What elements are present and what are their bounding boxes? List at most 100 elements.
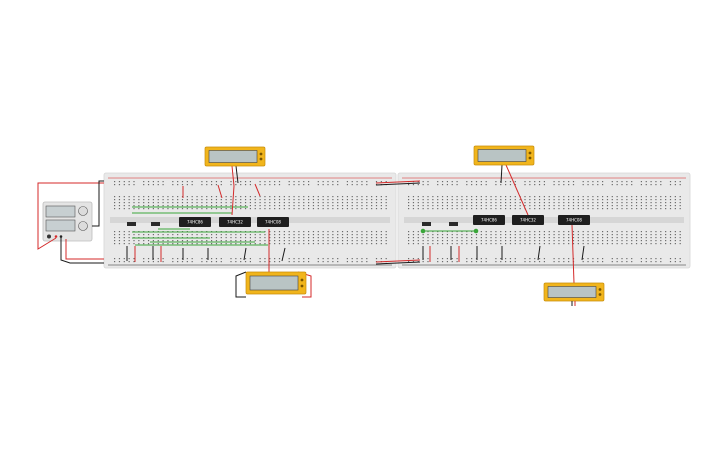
breadboard-hole[interactable] bbox=[456, 231, 458, 233]
breadboard-hole[interactable] bbox=[572, 184, 575, 186]
breadboard-hole[interactable] bbox=[480, 208, 482, 210]
breadboard-hole[interactable] bbox=[196, 205, 198, 207]
breadboard-hole[interactable] bbox=[385, 181, 387, 183]
breadboard-hole[interactable] bbox=[631, 205, 633, 207]
breadboard-hole[interactable] bbox=[543, 234, 545, 236]
breadboard-hole[interactable] bbox=[264, 243, 266, 245]
breadboard-hole[interactable] bbox=[626, 202, 628, 204]
breadboard-hole[interactable] bbox=[380, 205, 382, 207]
breadboard-hole[interactable] bbox=[356, 240, 358, 242]
breadboard-hole[interactable] bbox=[529, 237, 531, 239]
breadboard-hole[interactable] bbox=[446, 234, 448, 236]
breadboard-hole[interactable] bbox=[215, 202, 218, 204]
breadboard-hole[interactable] bbox=[451, 240, 453, 242]
breadboard-hole[interactable] bbox=[152, 261, 154, 263]
breadboard-hole[interactable] bbox=[640, 240, 642, 242]
breadboard-hole[interactable] bbox=[679, 261, 681, 263]
breadboard-hole[interactable] bbox=[366, 181, 368, 183]
breadboard-hole[interactable] bbox=[123, 234, 125, 236]
breadboard-hole[interactable] bbox=[669, 231, 672, 233]
breadboard-hole[interactable] bbox=[611, 237, 613, 239]
breadboard-hole[interactable] bbox=[582, 202, 584, 204]
breadboard-hole[interactable] bbox=[346, 181, 348, 183]
breadboard-hole[interactable] bbox=[602, 205, 604, 207]
breadboard-hole[interactable] bbox=[356, 234, 358, 236]
breadboard-hole[interactable] bbox=[249, 205, 251, 207]
breadboard-hole[interactable] bbox=[259, 199, 261, 201]
breadboard-hole[interactable] bbox=[341, 199, 344, 201]
breadboard-hole[interactable] bbox=[196, 243, 198, 245]
breadboard-hole[interactable] bbox=[322, 208, 324, 210]
breadboard-hole[interactable] bbox=[514, 205, 516, 207]
breadboard-hole[interactable] bbox=[674, 231, 676, 233]
breadboard-hole[interactable] bbox=[412, 196, 415, 198]
breadboard-hole[interactable] bbox=[563, 199, 565, 201]
breadboard-hole[interactable] bbox=[235, 205, 237, 207]
breadboard-hole[interactable] bbox=[191, 261, 193, 263]
breadboard-hole[interactable] bbox=[123, 243, 125, 245]
breadboard-hole[interactable] bbox=[650, 258, 652, 260]
breadboard-hole[interactable] bbox=[356, 261, 358, 263]
power-supply-icon[interactable] bbox=[42, 201, 93, 242]
breadboard-hole[interactable] bbox=[283, 243, 285, 245]
breadboard-hole[interactable] bbox=[587, 202, 589, 204]
breadboard-hole[interactable] bbox=[674, 196, 676, 198]
breadboard-hole[interactable] bbox=[356, 184, 358, 186]
breadboard-hole[interactable] bbox=[674, 234, 676, 236]
breadboard-hole[interactable] bbox=[327, 231, 329, 233]
breadboard-hole[interactable] bbox=[631, 258, 633, 260]
breadboard-hole[interactable] bbox=[157, 181, 159, 183]
breadboard-hole[interactable] bbox=[558, 184, 560, 186]
breadboard-hole[interactable] bbox=[118, 196, 121, 198]
breadboard-hole[interactable] bbox=[152, 205, 154, 207]
breadboard-hole[interactable] bbox=[186, 258, 188, 260]
breadboard-hole[interactable] bbox=[422, 199, 424, 201]
breadboard-hole[interactable] bbox=[259, 240, 261, 242]
breadboard-hole[interactable] bbox=[269, 181, 271, 183]
breadboard-hole[interactable] bbox=[475, 205, 478, 207]
breadboard-hole[interactable] bbox=[592, 237, 594, 239]
breadboard-hole[interactable] bbox=[441, 196, 444, 198]
breadboard-hole[interactable] bbox=[337, 261, 339, 263]
breadboard-hole[interactable] bbox=[635, 199, 638, 201]
breadboard-hole[interactable] bbox=[592, 202, 594, 204]
breadboard-hole[interactable] bbox=[346, 199, 348, 201]
breadboard-hole[interactable] bbox=[568, 243, 570, 245]
breadboard-hole[interactable] bbox=[519, 231, 521, 233]
breadboard-hole[interactable] bbox=[293, 258, 295, 260]
breadboard-hole[interactable] bbox=[461, 240, 463, 242]
multimeter-icon[interactable] bbox=[473, 145, 535, 166]
breadboard-hole[interactable] bbox=[186, 181, 188, 183]
breadboard-hole[interactable] bbox=[303, 243, 305, 245]
switch-right-1[interactable] bbox=[422, 222, 431, 226]
breadboard-hole[interactable] bbox=[422, 196, 424, 198]
breadboard-hole[interactable] bbox=[611, 202, 613, 204]
breadboard-hole[interactable] bbox=[471, 184, 473, 186]
breadboard-hole[interactable] bbox=[269, 243, 271, 245]
breadboard-hole[interactable] bbox=[162, 181, 164, 183]
breadboard-hole[interactable] bbox=[298, 181, 300, 183]
breadboard-hole[interactable] bbox=[621, 202, 623, 204]
breadboard-hole[interactable] bbox=[361, 199, 363, 201]
breadboard-hole[interactable] bbox=[366, 205, 368, 207]
breadboard-hole[interactable] bbox=[177, 199, 179, 201]
breadboard-hole[interactable] bbox=[597, 243, 599, 245]
breadboard-hole[interactable] bbox=[167, 196, 169, 198]
breadboard-hole[interactable] bbox=[337, 234, 339, 236]
breadboard-hole[interactable] bbox=[534, 237, 536, 239]
breadboard-hole[interactable] bbox=[509, 231, 512, 233]
breadboard-hole[interactable] bbox=[505, 184, 507, 186]
breadboard-hole[interactable] bbox=[244, 240, 247, 242]
breadboard-hole[interactable] bbox=[645, 237, 647, 239]
breadboard-hole[interactable] bbox=[495, 181, 497, 183]
breadboard-hole[interactable] bbox=[495, 243, 497, 245]
breadboard-hole[interactable] bbox=[201, 202, 203, 204]
breadboard-hole[interactable] bbox=[437, 208, 439, 210]
breadboard-hole[interactable] bbox=[485, 243, 487, 245]
breadboard-hole[interactable] bbox=[645, 184, 647, 186]
breadboard-hole[interactable] bbox=[269, 237, 271, 239]
breadboard-hole[interactable] bbox=[669, 199, 672, 201]
breadboard-hole[interactable] bbox=[480, 181, 482, 183]
breadboard-hole[interactable] bbox=[254, 208, 256, 210]
breadboard-hole[interactable] bbox=[298, 205, 300, 207]
